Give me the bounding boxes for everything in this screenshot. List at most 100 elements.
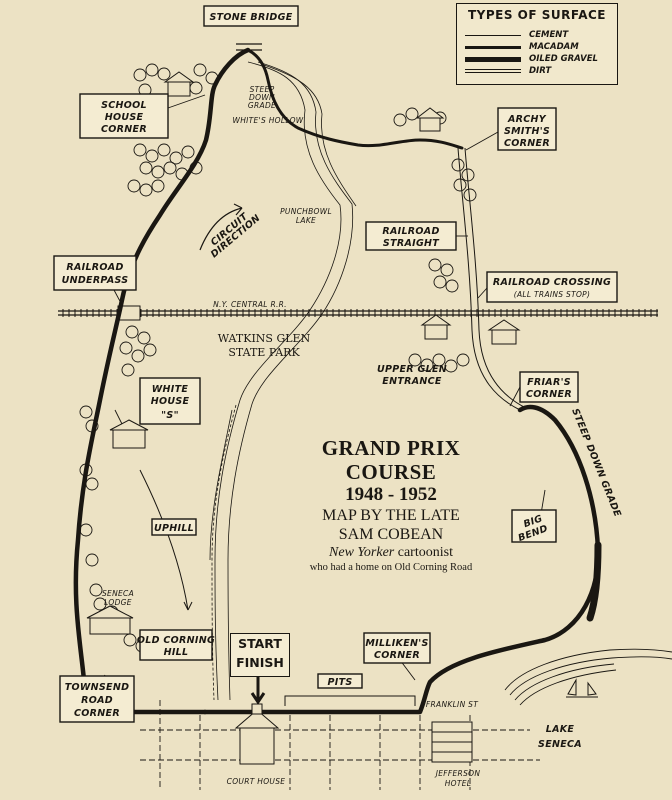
white-house-s-box <box>139 377 201 425</box>
seneca-lodge-label-1: SENECA <box>102 589 134 598</box>
uphill-box <box>151 518 197 536</box>
franklin-st-label: FRANKLIN ST <box>426 700 479 709</box>
old-corning-hill-label-1: OLD CORNING <box>137 635 215 646</box>
archy-smiths-label-1: ARCHY <box>507 114 547 125</box>
start-finish-arrow <box>250 676 266 705</box>
tree-clusters <box>79 63 477 653</box>
white-house-icon <box>109 419 149 449</box>
cartoonist-text: cartoonist <box>394 545 453 560</box>
upper-road <box>457 147 527 411</box>
steep-down-grade-top-3: GRADE <box>248 101 276 110</box>
legend-row-macadam: MACADAM <box>465 42 615 54</box>
friars-corner-box <box>519 371 579 403</box>
map-title: GRAND PRIX <box>321 436 461 460</box>
seneca-lodge-icon <box>86 605 134 635</box>
dirt-swatch <box>465 69 521 73</box>
map-years: 1948 - 1952 <box>345 484 437 505</box>
circuit-route <box>73 47 602 715</box>
archy-smiths-label-3: CORNER <box>504 138 550 149</box>
steep-down-grade-top-1: STEEP <box>250 85 275 94</box>
stone-bridge-box <box>203 5 299 27</box>
old-corning-hill-box <box>139 629 213 661</box>
railroad-underpass-label-1: RAILROAD <box>66 262 123 273</box>
legend-row-cement: CEMENT <box>465 30 615 42</box>
sailboat-icon <box>566 678 598 698</box>
buildings <box>86 71 521 765</box>
state-park-label-1: WATKINS GLEN <box>218 332 311 345</box>
legend-label-oiled-gravel: OILED GRAVEL <box>529 54 598 64</box>
pits-label: PITS <box>327 677 352 688</box>
upper-glen-house-icon <box>420 314 452 340</box>
railroad <box>58 305 658 321</box>
railroad-straight-box <box>365 221 457 251</box>
cement-swatch <box>465 35 521 36</box>
surface-legend: TYPES OF SURFACE CEMENT MACADAM OILED GR… <box>456 3 618 85</box>
archy-smiths-corner-box <box>497 107 557 151</box>
school-house-corner-label-1: SCHOOL <box>101 100 147 111</box>
railroad-crossing-label-2: (ALL TRAINS STOP) <box>514 290 590 299</box>
finish-label: FINISH <box>236 655 284 670</box>
white-house-label-3: "S" <box>161 410 179 421</box>
seneca-lodge-label-2: LODGE <box>104 598 132 607</box>
lake-seneca-label-1: LAKE <box>546 724 575 735</box>
legend-label-macadam: MACADAM <box>529 42 579 52</box>
uphill-arrow <box>139 469 189 611</box>
map-credit-3: New Yorker cartoonist <box>268 544 514 561</box>
punchbowl-lake-label-1: PUNCHBOWL <box>280 207 332 216</box>
map-credit-1: MAP BY THE LATE <box>322 507 460 524</box>
upper-glen-label-2: ENTRANCE <box>382 376 442 387</box>
school-house-corner-label-3: CORNER <box>101 124 147 135</box>
school-house-icon <box>163 71 195 97</box>
friars-corner-label-2: CORNER <box>526 389 572 400</box>
white-house-label-1: WHITE <box>152 384 189 395</box>
lake-seneca-label-2: SENECA <box>538 739 582 750</box>
map-credit-4: who had a home on Old Corning Road <box>309 562 473 573</box>
jefferson-hotel-label-2: HOTEL <box>445 779 472 788</box>
legend-row-dirt: DIRT <box>465 66 615 78</box>
railroad-straight-label-1: RAILROAD <box>382 226 439 237</box>
map-subtitle: COURSE <box>345 460 437 484</box>
railroad-underpass-label-2: UNDERPASS <box>62 275 129 286</box>
legend-label-dirt: DIRT <box>529 66 552 76</box>
macadam-swatch <box>465 46 521 49</box>
uphill-arrowhead <box>183 601 193 611</box>
court-house-label: COURT HOUSE <box>227 777 286 786</box>
school-house-corner-label-2: HOUSE <box>105 112 144 123</box>
archy-smiths-label-2: SMITH'S <box>504 126 550 137</box>
circuit-direction-arrow <box>199 207 243 251</box>
legend-row-oiled-gravel: OILED GRAVEL <box>465 54 615 66</box>
jefferson-hotel-label-1: JEFFERSON <box>434 769 481 778</box>
state-park-label-2: STATE PARK <box>228 346 300 359</box>
ny-central-rr-label: N.Y. CENTRAL R.R. <box>213 300 287 309</box>
legend-label-cement: CEMENT <box>529 30 569 40</box>
trees-left-mid <box>79 325 157 597</box>
archy-smith-house-icon <box>415 107 445 132</box>
school-house-corner-box <box>79 93 169 139</box>
big-bend-box <box>511 509 557 543</box>
stone-bridge-icon <box>236 43 262 51</box>
white-house-label-2: HOUSE <box>151 396 190 407</box>
start-finish-box: START FINISH <box>230 633 290 677</box>
pits-bracket <box>284 695 416 706</box>
new-yorker-text: New Yorker <box>329 545 395 560</box>
steep-down-grade-side-label: STEEP DOWN GRADE <box>569 407 623 519</box>
start-label: START <box>238 636 282 651</box>
punchbowl-lake-label-2: LAKE <box>296 216 316 225</box>
trees-mid-left <box>127 143 203 197</box>
townsend-road-corner-box <box>59 675 135 723</box>
railroad-straight-label-2: STRAIGHT <box>383 238 440 249</box>
map-title-block: GRAND PRIX COURSE 1948 - 1952 MAP BY THE… <box>268 436 514 574</box>
legend-title: TYPES OF SURFACE <box>467 8 606 22</box>
millikens-corner-label-1: MILLIKEN'S <box>365 638 428 649</box>
railroad-crossing-label-1: RAILROAD CROSSING <box>493 277 611 288</box>
pits-box <box>317 673 363 689</box>
oiled-gravel-swatch <box>465 57 521 62</box>
railroad-underpass-box <box>53 255 137 291</box>
stone-bridge-label: STONE BRIDGE <box>209 12 292 23</box>
map-credit-2: SAM COBEAN <box>338 526 444 543</box>
trees-right-mid <box>408 258 470 373</box>
railroad-crossing-box <box>486 271 618 303</box>
court-house-icon <box>234 703 280 765</box>
